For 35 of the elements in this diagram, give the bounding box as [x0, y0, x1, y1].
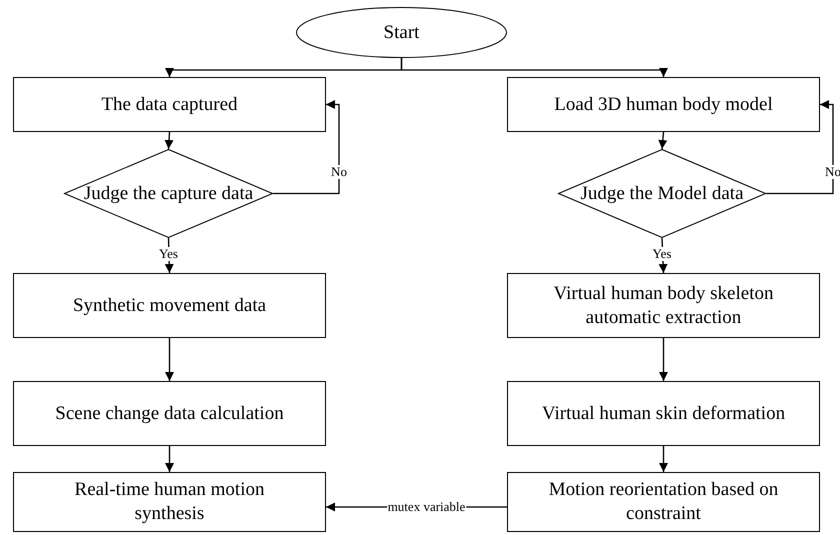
- node-text: Virtual human body skeleton automatic extraction: [552, 282, 774, 330]
- process-box: [13, 273, 326, 338]
- arrow: [164, 132, 174, 150]
- edge-label: Yes: [652, 246, 672, 260]
- edge-label: No: [330, 164, 348, 178]
- edge-label: Yes: [158, 246, 179, 260]
- process-box: [507, 77, 820, 132]
- process-box: [507, 381, 820, 446]
- edge-label: mutex variable: [386, 500, 466, 514]
- node-text: Judge the capture data: [82, 182, 254, 206]
- process-box: [507, 273, 820, 338]
- process-box: [13, 472, 326, 532]
- node-text: Scene change data calculation: [55, 402, 284, 426]
- node-text: The data captured: [101, 92, 238, 116]
- arrow: [273, 100, 340, 194]
- process-box: [13, 77, 326, 132]
- decision-diamond: [64, 149, 273, 238]
- node-text: Start: [384, 20, 420, 44]
- process-box: [507, 472, 820, 532]
- arrow: [165, 446, 174, 472]
- arrow: [659, 338, 668, 381]
- arrow: [766, 100, 834, 194]
- arrow: [658, 132, 668, 150]
- arrow: [400, 58, 668, 77]
- node-text: Judge the Model data: [579, 182, 745, 206]
- node-text: Load 3D human body model: [554, 92, 773, 116]
- start-ellipse: [296, 7, 507, 58]
- arrow: [659, 446, 668, 472]
- node-text: Virtual human skin deformation: [542, 402, 786, 426]
- node-text: Real-time human motion synthesis: [74, 478, 266, 526]
- arrow: [165, 338, 174, 381]
- node-text: Motion reorientation based on constraint: [548, 478, 780, 526]
- process-box: [13, 381, 326, 446]
- node-text: Synthetic movement data: [72, 294, 266, 318]
- decision-diamond: [558, 149, 766, 238]
